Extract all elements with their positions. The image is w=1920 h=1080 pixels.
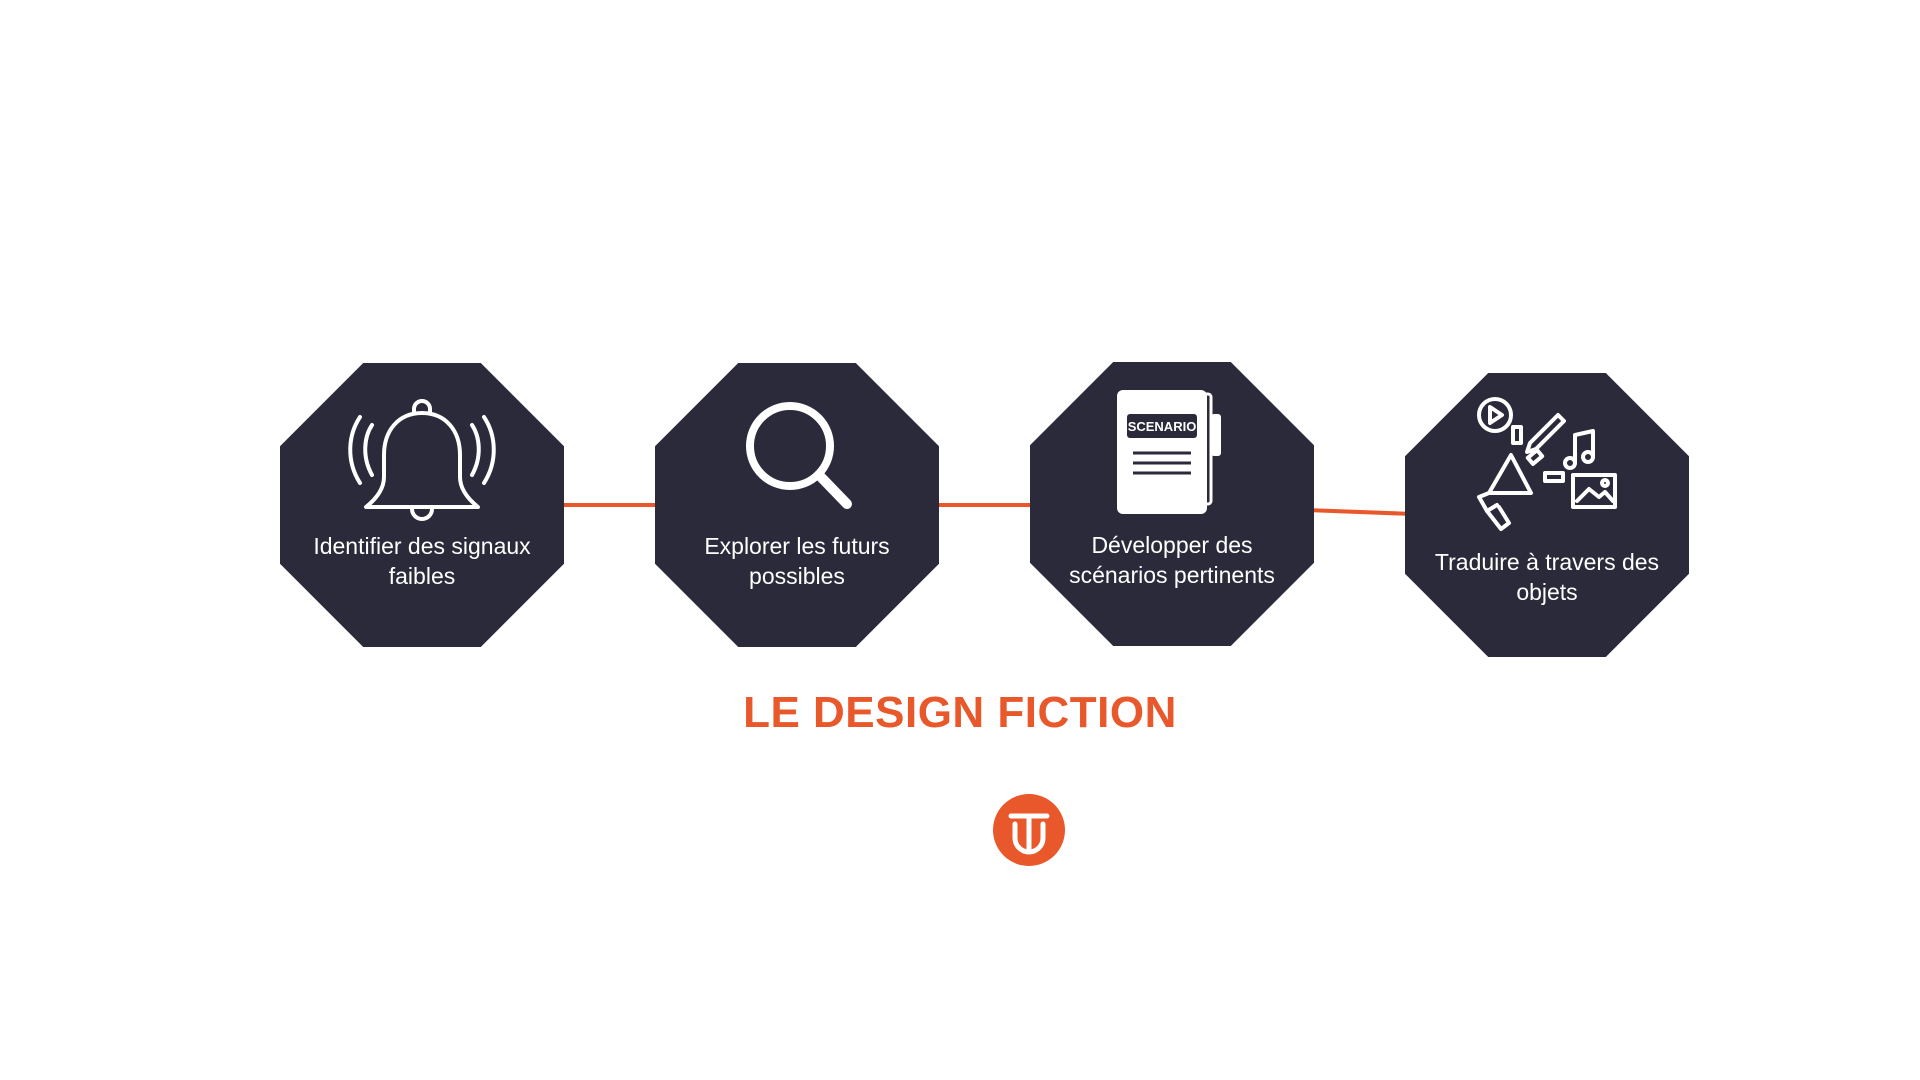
step-3-octagon: SCENARIO Développer des scénarios pertin…: [1030, 362, 1314, 646]
scenario-icon-text: SCENARIO: [1128, 419, 1197, 434]
magnifier-icon: [746, 402, 852, 509]
step-1-octagon: Identifier des signaux faibles: [280, 363, 564, 647]
diagram-title: LE DESIGN FICTION: [743, 688, 1177, 737]
tu-logo-icon: [993, 794, 1065, 866]
step-2-octagon: Explorer les futurs possibles: [655, 363, 939, 647]
megaphone-media-icon: [1477, 397, 1617, 531]
scenario-document-icon: SCENARIO: [1117, 390, 1221, 514]
step-label: Développer des scénarios pertinents: [1069, 532, 1275, 588]
step-label: Identifier des signaux faibles: [313, 533, 531, 589]
bell-ringing-icon: [348, 399, 496, 521]
step-label: Traduire à travers des objets: [1434, 549, 1660, 605]
step-4-octagon: Traduire à travers des objets: [1405, 373, 1689, 657]
step-label: Explorer les futurs possibles: [704, 533, 890, 589]
